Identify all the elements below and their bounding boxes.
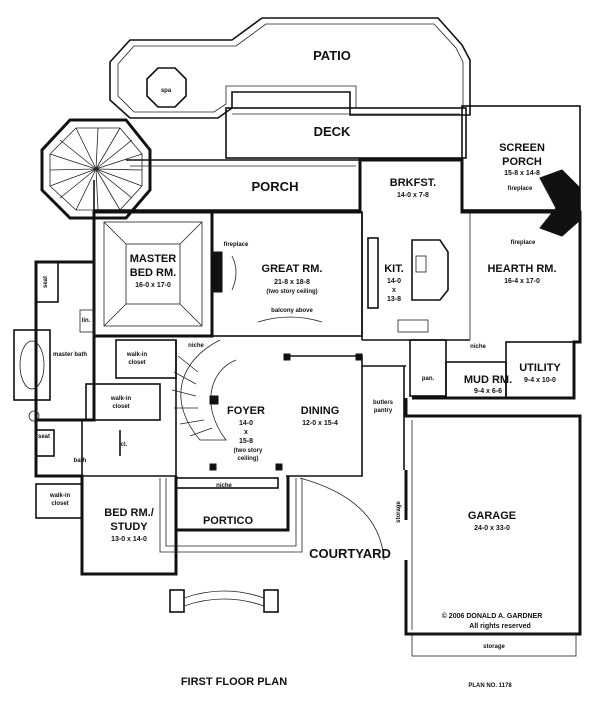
dining-dims: 12-0 x 15-4 xyxy=(302,420,338,427)
gazebo xyxy=(40,118,152,220)
bath-label: bath xyxy=(74,458,87,464)
brkfst-dims: 14-0 x 7-8 xyxy=(397,192,429,199)
walk-in-upper-1: walk-in xyxy=(126,352,148,358)
pan-label: pan. xyxy=(422,376,435,382)
courtyard-label: COURTYARD xyxy=(309,546,391,561)
butlers-label-1: butlers xyxy=(373,400,394,406)
patio-label: PATIO xyxy=(313,48,351,63)
dining-label: DINING xyxy=(301,405,340,417)
seat-bath-label: seat xyxy=(38,434,50,440)
fireplace-porch-label: fireplace xyxy=(508,186,533,192)
foyer-note-1: (two story xyxy=(234,448,263,454)
bed-study-dims: 13-0 x 14-0 xyxy=(111,536,147,543)
walk-in-upper-2: closet xyxy=(128,360,145,366)
screen-porch-label-1: SCREEN xyxy=(499,142,545,154)
plan-title: FIRST FLOOR PLAN xyxy=(181,676,287,688)
great-rm-label: GREAT RM. xyxy=(262,263,323,275)
garage-dims: 24-0 x 33-0 xyxy=(474,525,510,532)
niche-portico-label: niche xyxy=(216,483,232,489)
master-dims: 16-0 x 17-0 xyxy=(135,282,171,289)
walk-in-bed-1: walk-in xyxy=(49,493,71,499)
niche-hall-label: niche xyxy=(470,344,486,350)
bed-study-label-1: BED RM./ xyxy=(104,507,154,519)
kitchen-area xyxy=(361,212,471,341)
niche-master-label: niche xyxy=(188,343,204,349)
master-label-1: MASTER xyxy=(130,253,177,265)
hearth-rm-label: HEARTH RM. xyxy=(487,263,556,275)
deck-label: DECK xyxy=(314,124,351,139)
courtyard xyxy=(169,477,385,613)
seat-master-label: seat xyxy=(43,276,49,288)
foyer-note-2: ceiling) xyxy=(237,456,258,462)
dining-block xyxy=(283,353,406,477)
utility-block xyxy=(409,339,575,399)
garage-wall xyxy=(404,398,582,636)
kit-label: KIT. xyxy=(384,263,404,275)
hearth-rm-dims: 16-4 x 17-0 xyxy=(504,278,540,285)
great-rm-note: (two story ceiling) xyxy=(266,289,317,295)
storage-garage-label: storage xyxy=(396,501,402,523)
screen-porch-dims: 15-8 x 14-8 xyxy=(504,170,540,177)
storage-bottom-label: storage xyxy=(483,644,505,650)
rights-text: All rights reserved xyxy=(469,623,530,630)
walk-in-lower-2: closet xyxy=(112,404,129,410)
room-labels: PATIO spa DECK PORCH SCREEN PORCH 15-8 x… xyxy=(104,48,561,561)
spa-label: spa xyxy=(161,88,172,94)
fireplace-hearth-label: fireplace xyxy=(511,240,536,246)
walk-in-bed-2: closet xyxy=(51,501,68,507)
spa-octagon xyxy=(146,67,187,108)
garage-details xyxy=(411,420,577,657)
cl-label: cl. xyxy=(121,442,128,448)
balcony-label: balcony above xyxy=(271,308,313,314)
brkfst-label: BRKFST. xyxy=(390,177,436,189)
plan-number: PLAN NO. 1178 xyxy=(468,683,512,689)
deck xyxy=(225,107,467,159)
portico-label: PORTICO xyxy=(203,515,254,527)
garage-label: GARAGE xyxy=(468,510,516,522)
screen-porch-label-2: PORCH xyxy=(502,156,542,168)
porch xyxy=(93,159,361,211)
bed-study-label-2: STUDY xyxy=(110,521,148,533)
foyer-dim-2: x xyxy=(244,429,248,436)
porch-label: PORCH xyxy=(252,179,299,194)
bed-study-block xyxy=(34,420,178,576)
fireplace-great-label: fireplace xyxy=(224,242,249,248)
mud-rm-dims: 9-4 x 6-6 xyxy=(474,388,502,395)
kit-dim-3: 13-8 xyxy=(387,296,401,303)
foyer-label: FOYER xyxy=(227,405,265,417)
master-label-2: BED RM. xyxy=(130,267,176,279)
small-annotations: fireplace fireplace fireplace balcony ab… xyxy=(38,186,536,650)
utility-dims: 9-4 x 10-0 xyxy=(524,377,556,384)
kit-dim-1: 14-0 xyxy=(387,278,401,285)
patio-outline xyxy=(109,17,471,119)
kit-dim-2: x xyxy=(392,287,396,294)
utility-label: UTILITY xyxy=(519,362,561,374)
copyright-text: © 2006 DONALD A. GARDNER xyxy=(442,612,543,620)
master-bath-label: master bath xyxy=(53,352,87,358)
mud-rm-label: MUD RM. xyxy=(464,374,512,386)
portico xyxy=(159,476,303,553)
lin-label: lin. xyxy=(82,318,91,324)
foyer-dim-3: 15-8 xyxy=(239,438,253,445)
foyer-block xyxy=(171,339,283,476)
walk-in-lower-1: walk-in xyxy=(110,396,132,402)
foyer-dim-1: 14-0 xyxy=(239,420,253,427)
butlers-label-2: pantry xyxy=(374,408,393,414)
screen-porch xyxy=(461,105,581,237)
great-rm-dims: 21-8 x 18-8 xyxy=(274,279,310,286)
